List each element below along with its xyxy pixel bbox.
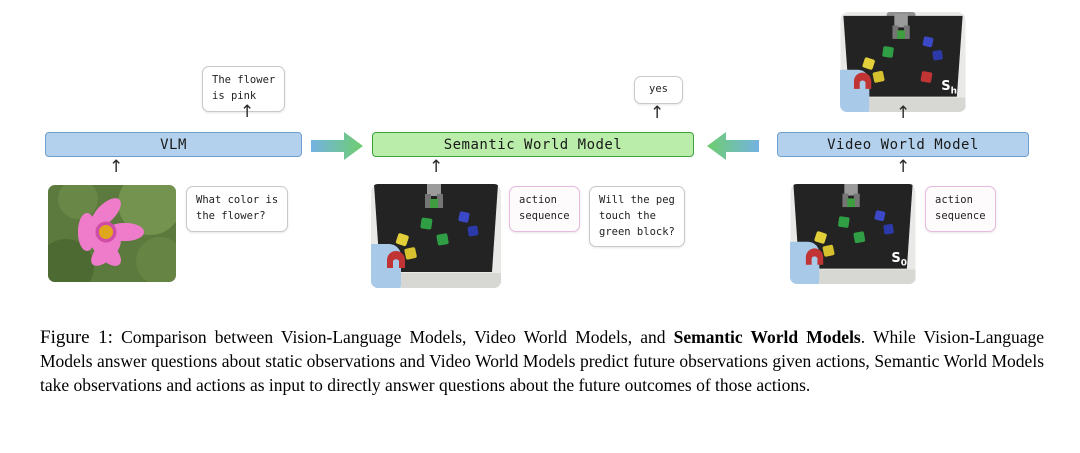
flow-arrow-right-icon: [311, 132, 363, 160]
robot-scene-image: [371, 184, 501, 288]
video-world-model-box: Video World Model: [777, 132, 1029, 157]
figure-caption: Figure 1: Comparison between Vision-Lang…: [40, 325, 1044, 397]
vwm-action-bubble: action sequence: [925, 186, 996, 232]
swm-box-label: Semantic World Model: [443, 136, 623, 153]
up-arrow-icon: ↑: [896, 157, 911, 177]
vlm-box: VLM: [45, 132, 302, 157]
flow-arrow-left-icon: [707, 132, 759, 160]
figure-label: Figure 1:: [40, 327, 113, 348]
swm-output-bubble: yes: [634, 76, 683, 104]
robot-scene-image: [840, 12, 966, 112]
up-arrow-icon: ↑: [429, 157, 444, 177]
flower-image: [48, 185, 176, 282]
caption-bold: Semantic World Models: [673, 327, 861, 347]
swm-question-bubble: Will the peg touch the green block?: [589, 186, 685, 248]
robot-scene-image: [790, 184, 916, 284]
caption-text-1: Comparison between Vision-Language Model…: [112, 327, 674, 347]
robot-scene-input-image: S0: [790, 184, 916, 284]
up-arrow-icon: ↑: [896, 103, 911, 123]
vwm-box-label: Video World Model: [827, 136, 979, 153]
flower-image: [48, 185, 176, 282]
swm-action-bubble: action sequence: [509, 186, 580, 232]
vlm-box-label: VLM: [160, 136, 187, 153]
semantic-world-model-box: Semantic World Model: [372, 132, 694, 157]
up-arrow-icon: ↑: [109, 157, 124, 177]
robot-scene-output-image: Sh: [840, 12, 966, 112]
state-h-label: Sh: [941, 79, 957, 97]
vlm-question-bubble: What color is the flower?: [186, 186, 289, 232]
robot-scene-image: [371, 184, 501, 288]
vlm-output-bubble: The flower is pink: [202, 66, 286, 112]
up-arrow-icon: ↑: [240, 102, 255, 122]
state-0-label: S0: [891, 251, 907, 269]
up-arrow-icon: ↑: [650, 103, 665, 123]
caption-text-2: . While Vision-Language Models answer qu…: [40, 327, 1044, 395]
